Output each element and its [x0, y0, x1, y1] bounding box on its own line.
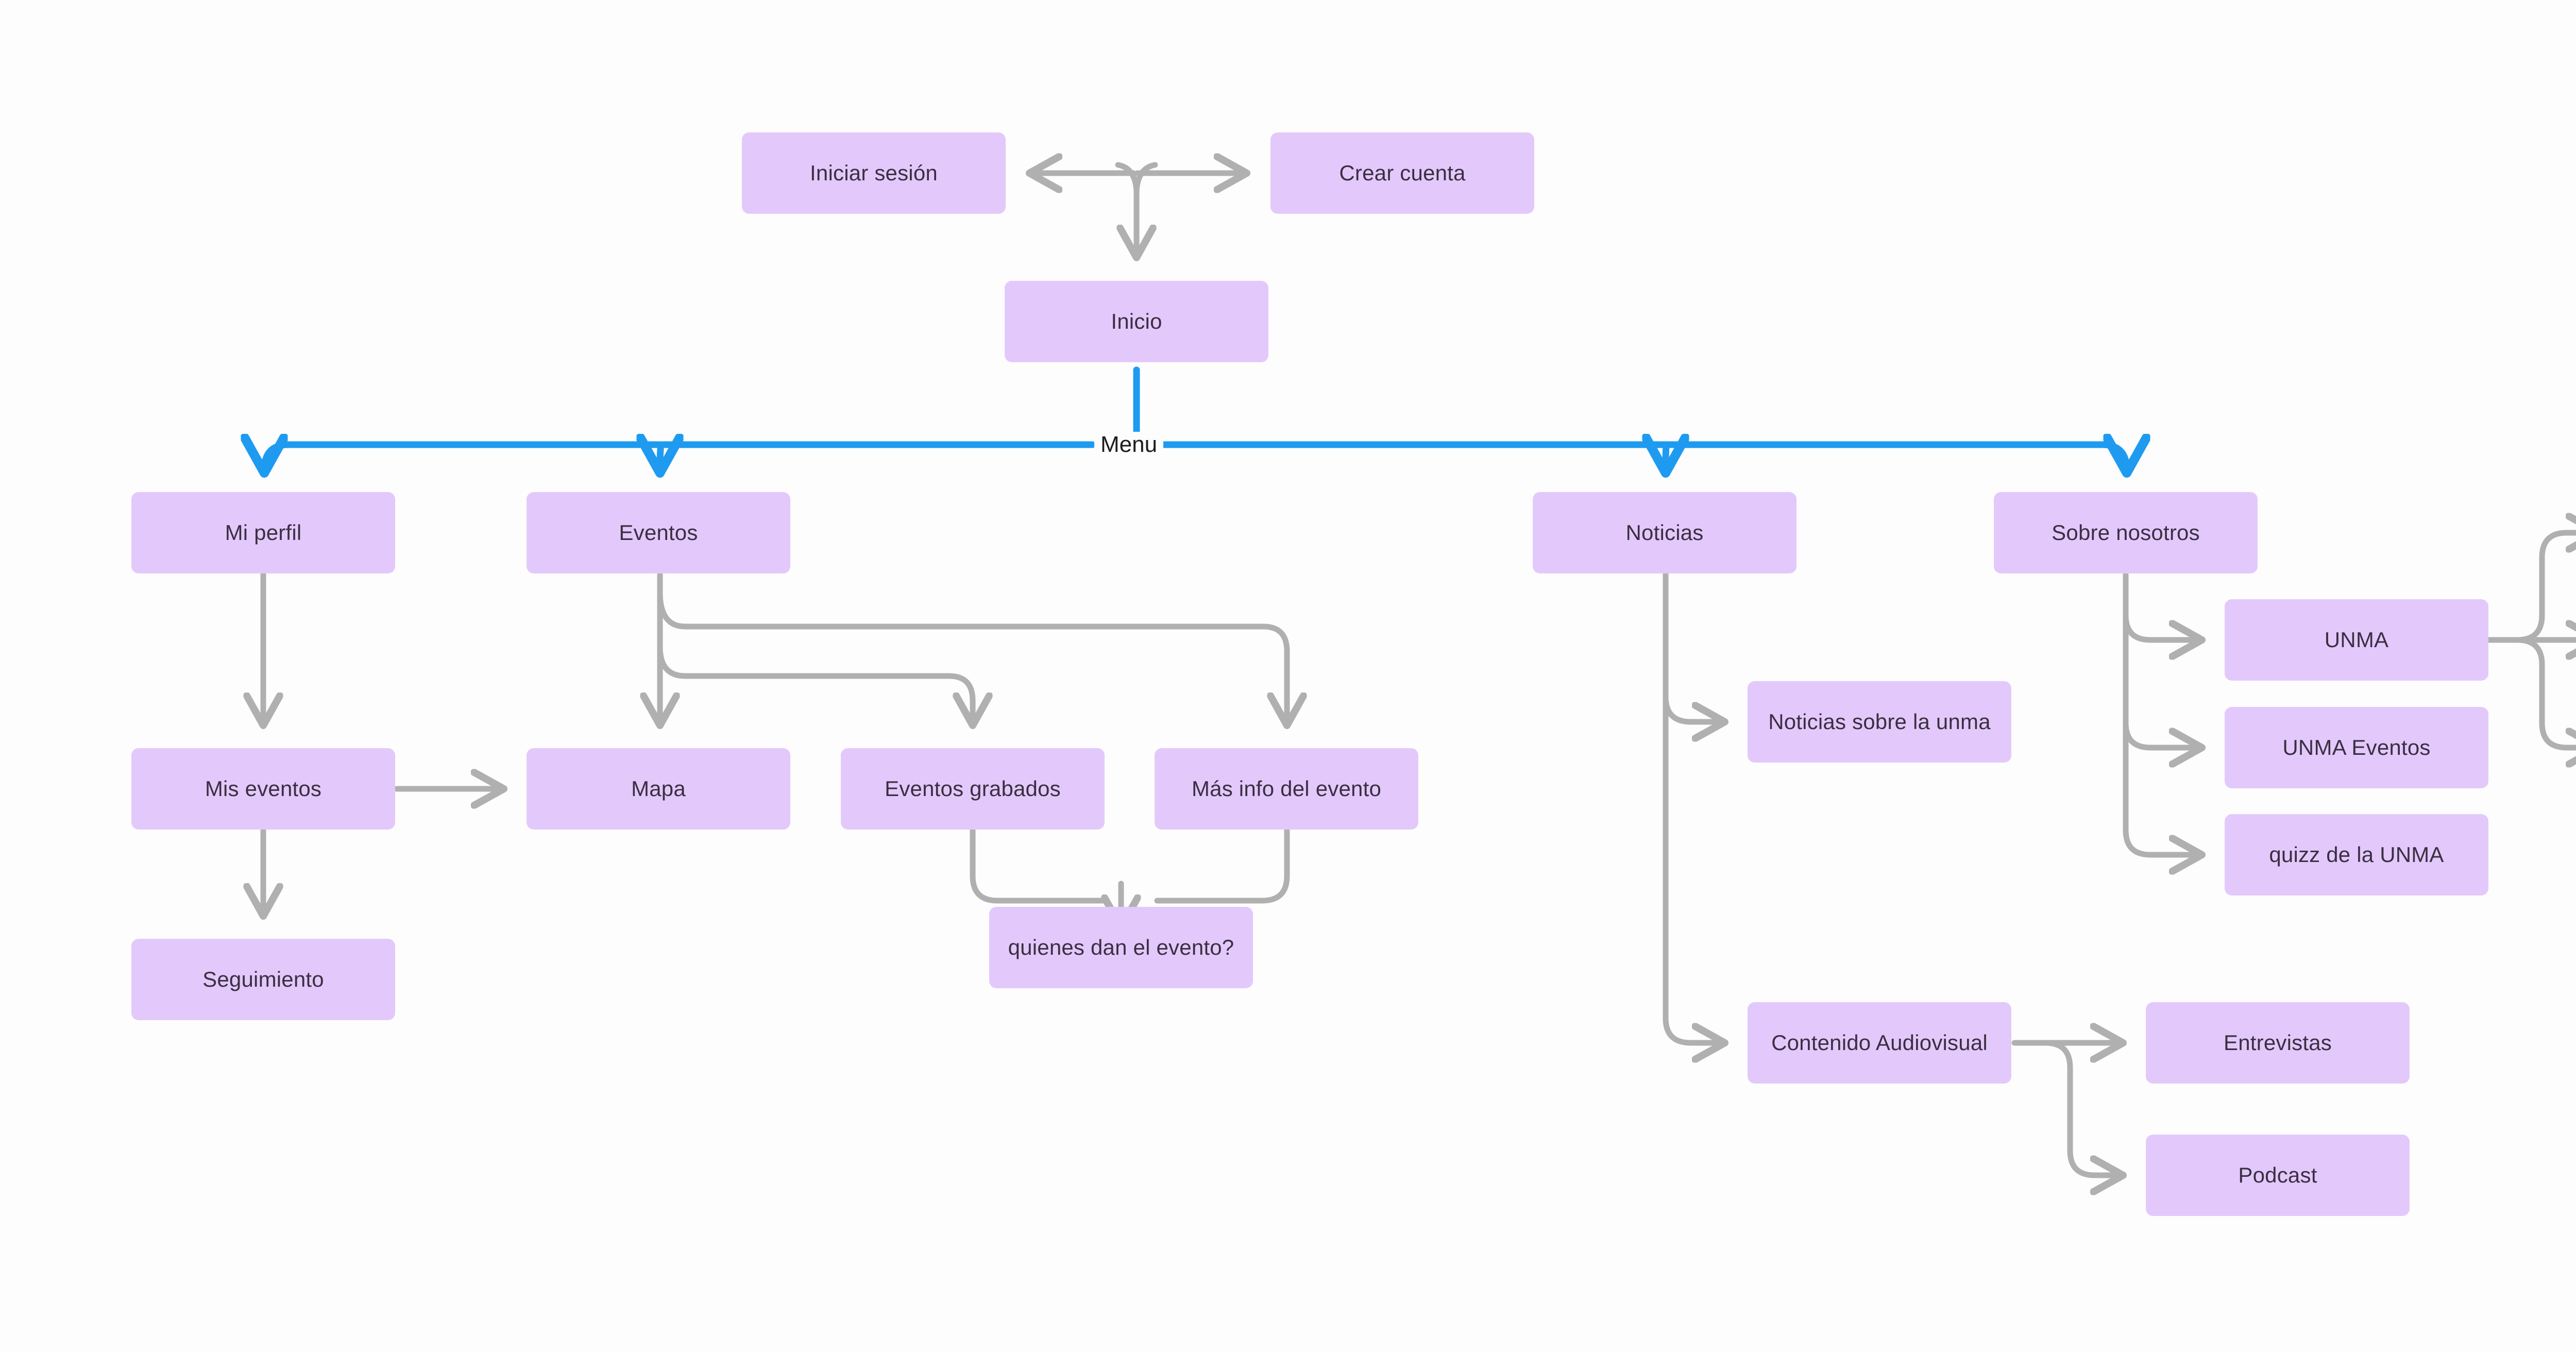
node-label: UNMA — [2324, 627, 2389, 652]
node-mis-eventos[interactable]: Mis eventos — [131, 748, 395, 830]
node-iniciar-sesion[interactable]: Iniciar sesión — [742, 132, 1006, 214]
edge-menu-to-mi-perfil — [264, 445, 292, 473]
node-mi-perfil[interactable]: Mi perfil — [131, 492, 395, 573]
node-label: Mi perfil — [225, 520, 302, 545]
node-label: UNMA Eventos — [2282, 735, 2431, 759]
node-noticias[interactable]: Noticias — [1533, 492, 1797, 573]
edge-eventos-to-eventos-grabados — [657, 644, 973, 725]
node-eventos[interactable]: Eventos — [527, 492, 790, 573]
node-label: Mis eventos — [205, 776, 322, 801]
node-unma-eventos[interactable]: UNMA Eventos — [2225, 707, 2488, 788]
edge-eventos-grabados-to-quienes — [970, 827, 1106, 904]
node-label: Eventos — [619, 520, 698, 545]
node-mas-info-del-evento[interactable]: Más info del evento — [1155, 748, 1418, 830]
node-seguimiento[interactable]: Seguimiento — [131, 939, 395, 1020]
node-podcast[interactable]: Podcast — [2146, 1135, 2410, 1216]
node-crear-cuenta[interactable]: Crear cuenta — [1270, 132, 1534, 214]
node-label: Podcast — [2238, 1162, 2317, 1187]
node-unma[interactable]: UNMA — [2225, 599, 2488, 681]
edge-sobre-nosotros-to-unma-eventos — [2123, 579, 2202, 748]
edge-sobre-nosotros-to-unma — [2123, 571, 2202, 640]
node-label: Más info del evento — [1191, 776, 1382, 801]
node-label: Eventos grabados — [885, 776, 1061, 801]
edge-mas-info-to-quienes — [1154, 827, 1290, 904]
node-label: Inicio — [1111, 309, 1162, 333]
node-inicio[interactable]: Inicio — [1005, 281, 1268, 362]
node-label: quizz de la UNMA — [2269, 842, 2444, 867]
node-label: Seguimiento — [202, 967, 324, 991]
node-label: Noticias — [1625, 520, 1704, 545]
node-quienes-dan-el-evento[interactable]: quienes dan el evento? — [989, 907, 1253, 988]
menu-label: Menu — [1094, 432, 1164, 458]
node-label: Mapa — [631, 776, 686, 801]
node-label: Contenido Audiovisual — [1771, 1030, 1988, 1055]
edge-noticias-to-noticias-sobre-unma — [1663, 571, 1725, 722]
node-label: Noticias sobre la unma — [1768, 709, 1991, 734]
node-label: Entrevistas — [2224, 1030, 2332, 1055]
node-noticias-sobre-unma[interactable]: Noticias sobre la unma — [1748, 681, 2011, 763]
edge-unma-to-contacto — [2514, 637, 2576, 748]
node-label: Crear cuenta — [1339, 160, 1466, 185]
edge-contenido-to-podcast — [2042, 1040, 2123, 1175]
node-eventos-grabados[interactable]: Eventos grabados — [841, 748, 1105, 830]
node-contenido-audiovisual[interactable]: Contenido Audiovisual — [1748, 1002, 2011, 1084]
node-mapa[interactable]: Mapa — [527, 748, 790, 830]
node-sobre-nosotros[interactable]: Sobre nosotros — [1994, 492, 2258, 573]
node-label: quienes dan el evento? — [1008, 935, 1234, 959]
edge-menu-to-sobre-nosotros — [2098, 445, 2127, 473]
edge-unma-to-historia — [2514, 533, 2576, 643]
node-label: Sobre nosotros — [2052, 520, 2200, 545]
edge-menu-to-eventos — [660, 445, 662, 473]
edge-split-to-inicio — [1115, 162, 1137, 258]
edge-menu-to-noticias — [1666, 445, 1667, 473]
node-quizz-de-la-unma[interactable]: quizz de la UNMA — [2225, 814, 2488, 895]
edge-sobre-nosotros-to-quizz — [2123, 579, 2202, 855]
edge-eventos-to-mas-info — [657, 589, 1287, 725]
edge-noticias-to-contenido-audiovisual — [1663, 579, 1725, 1043]
edge-split-to-inicio-right — [1133, 162, 1158, 195]
node-label: Iniciar sesión — [810, 160, 938, 185]
node-entrevistas[interactable]: Entrevistas — [2146, 1002, 2410, 1084]
